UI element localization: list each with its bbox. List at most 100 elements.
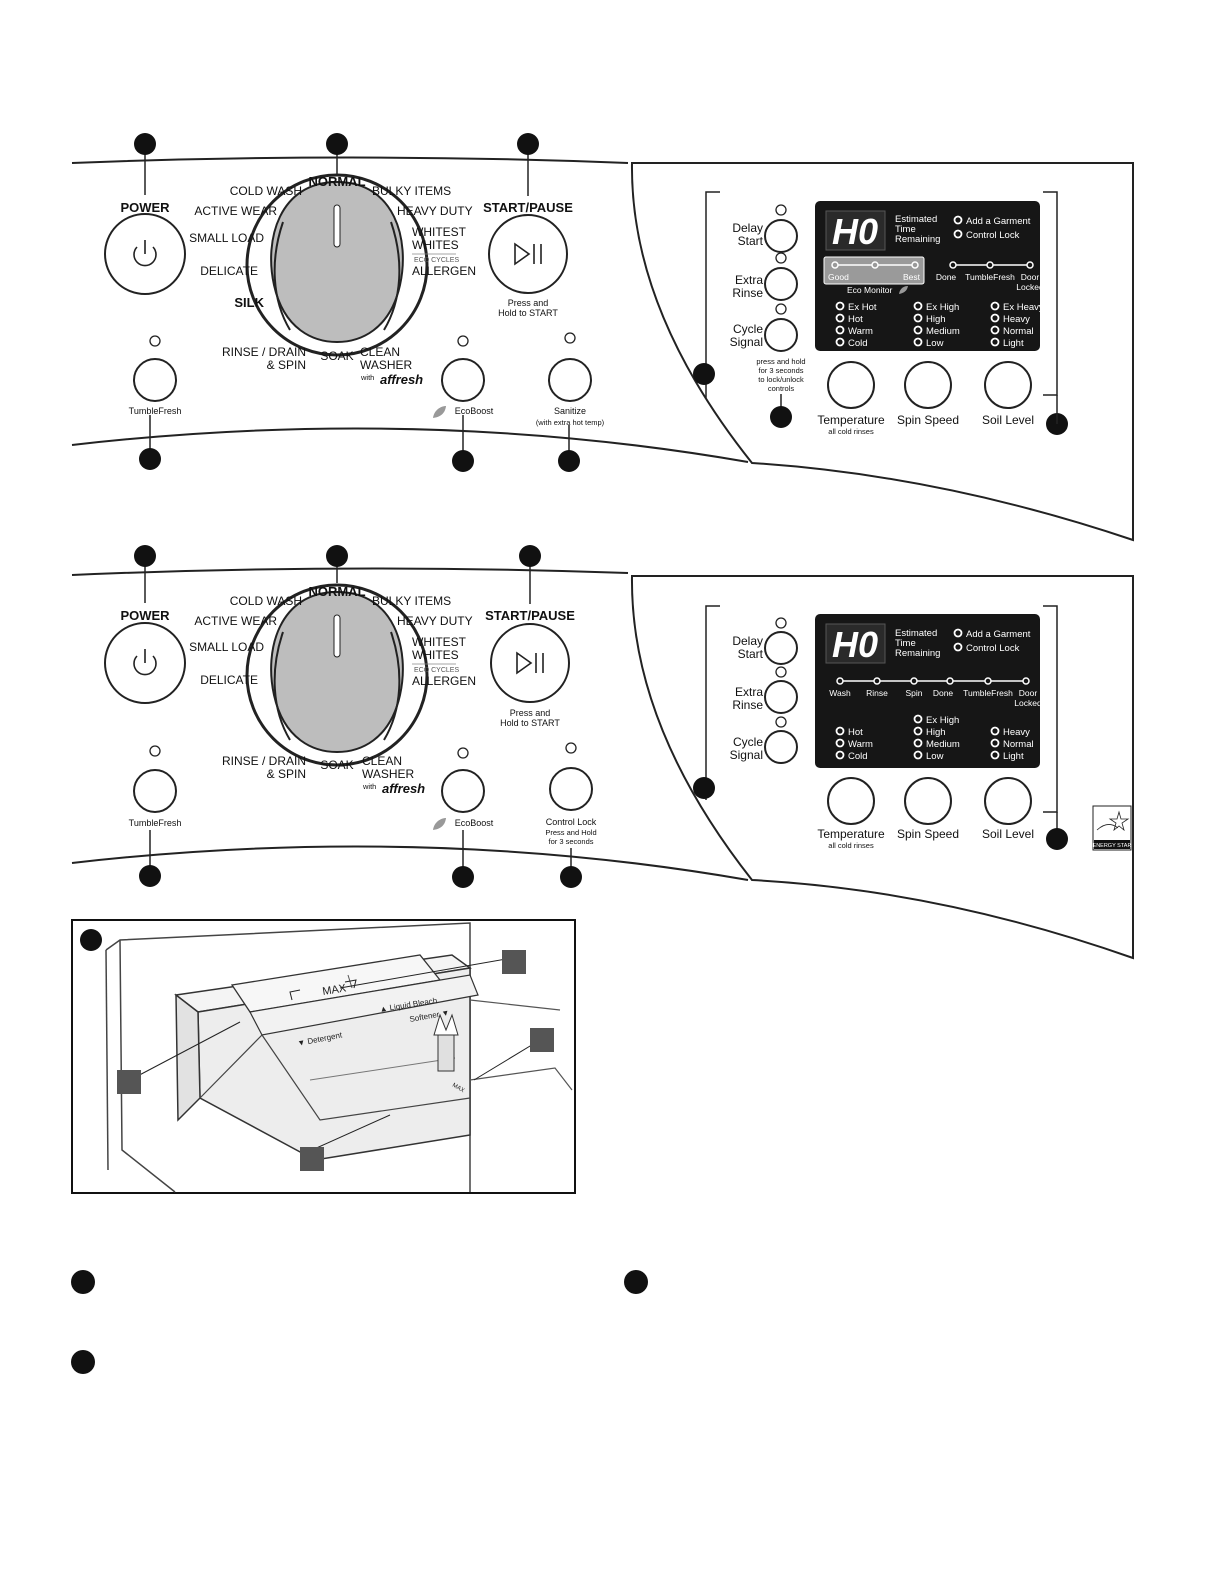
spin-speed-button[interactable] (904, 361, 952, 409)
max-fill-label: MAX (322, 982, 348, 998)
control-lock-note: press and hold (756, 357, 805, 366)
leaf-icon (899, 286, 908, 294)
tumblefresh-button[interactable] (133, 769, 177, 813)
spin-option: Low (926, 751, 944, 762)
cycle-label: WHITEST (412, 635, 467, 649)
spin-option: High (926, 727, 946, 738)
digit-window (825, 210, 886, 251)
cycle-label: & SPIN (267, 767, 306, 781)
display-label: Door (1021, 272, 1040, 282)
callout-dot (693, 363, 715, 385)
cycle-label: ECO CYCLES (414, 257, 459, 264)
leaf-icon (433, 818, 446, 830)
cycle-label: COLD WASH (230, 184, 302, 198)
play-pause-icon (514, 242, 542, 266)
display-label: Control Lock (966, 643, 1020, 654)
cycle-label: ALLERGEN (412, 674, 476, 688)
indicator-light (775, 204, 787, 216)
temperature-options: Ex Hot Hot Warm Cold (835, 301, 877, 349)
temperature-sub-label: all cold rinses (828, 427, 874, 436)
temp-option: Cold (848, 751, 868, 762)
soil-option: Heavy (1003, 727, 1030, 738)
control-lock-sub-label: for 3 seconds (548, 837, 593, 846)
ecoboost-button[interactable] (441, 769, 485, 813)
cycle-label: ACTIVE WEAR (194, 204, 277, 218)
cycle-signal-label: Signal (730, 335, 763, 349)
play-pause-icon (516, 651, 544, 675)
sanitize-label: Sanitize (554, 406, 586, 416)
cycle-signal-label: Signal (730, 748, 763, 762)
cycle-signal-button[interactable] (764, 730, 798, 764)
callout-dot (560, 866, 582, 888)
extra-rinse-button[interactable] (764, 680, 798, 714)
start-pause-button[interactable] (490, 623, 570, 703)
tumblefresh-button[interactable] (133, 358, 177, 402)
soil-level-button[interactable] (984, 361, 1032, 409)
display-label: TumbleFresh (965, 272, 1015, 282)
cycle-label: WASHER (360, 358, 413, 372)
soil-level-button[interactable] (984, 777, 1032, 825)
leaf-icon (433, 406, 446, 418)
tumblefresh-label: TumbleFresh (129, 406, 182, 416)
ecoboost-button[interactable] (441, 358, 485, 402)
cycle-label: HEAVY DUTY (397, 204, 473, 218)
spin-speed-button[interactable] (904, 777, 952, 825)
display-panel-top: Delay Start Extra Rinse Cycle Signal pre… (630, 162, 1134, 542)
callout-dot (134, 545, 156, 567)
cycle-signal-button[interactable] (764, 318, 798, 352)
indicator-light (457, 335, 469, 347)
soil-options: Heavy Normal Light (990, 726, 1034, 762)
callout-dot (139, 448, 161, 470)
start-pause-button[interactable] (488, 214, 568, 294)
soil-option: Normal (1003, 739, 1034, 750)
delay-start-button[interactable] (764, 219, 798, 253)
cycle-label: BULKY ITEMS (372, 184, 451, 198)
panel-top-edge (71, 567, 629, 576)
cycle-selector-knob[interactable] (245, 173, 429, 357)
callout-marker (530, 1028, 554, 1052)
display-label: Time (895, 638, 916, 649)
cycle-label: COLD WASH (230, 594, 302, 608)
cycle-label: & SPIN (267, 358, 306, 372)
spin-option: Ex High (926, 715, 959, 726)
sanitize-button[interactable] (548, 358, 592, 402)
cycle-signal-label: Cycle (733, 735, 763, 749)
cycle-label: CLEAN (362, 754, 402, 768)
extra-rinse-button[interactable] (764, 267, 798, 301)
control-lock-button[interactable] (549, 767, 593, 811)
temp-option: Hot (848, 727, 863, 738)
temperature-button[interactable] (827, 361, 875, 409)
temperature-options: Hot Warm Cold (835, 726, 873, 762)
extra-rinse-label: Rinse (732, 286, 763, 300)
softener-siphon: MAX (433, 1013, 465, 1095)
spin-options: Ex High High Medium Low (913, 301, 960, 349)
sanitize-sub-label: (with extra hot temp) (536, 418, 605, 427)
cycle-selector-knob[interactable] (245, 583, 429, 767)
display-label: Estimated (895, 214, 937, 225)
cycle-label: with (362, 782, 376, 791)
knob-pointer (333, 204, 341, 248)
indicator-light (457, 747, 469, 759)
cycle-label: DELICATE (200, 264, 258, 278)
digit-window (825, 623, 886, 664)
power-button[interactable] (104, 213, 186, 295)
cycle-label: NORMAL (308, 584, 365, 599)
ecoboost-label: EcoBoost (455, 406, 494, 416)
eco-monitor-gauge (823, 256, 925, 285)
power-button[interactable] (104, 622, 186, 704)
stage-label: Done (933, 688, 954, 698)
power-label: POWER (120, 200, 170, 215)
temperature-button[interactable] (827, 777, 875, 825)
softener-max-label: MAX (451, 1083, 465, 1095)
control-lock-label: Control Lock (546, 817, 597, 827)
cycle-label: RINSE / DRAIN (222, 754, 306, 768)
stage-label: Locked (1014, 698, 1042, 708)
indicator-light (564, 332, 576, 344)
callout-dot (624, 1270, 648, 1294)
display-label: Remaining (895, 648, 940, 659)
control-lock-sub-label: Press and Hold (545, 828, 596, 837)
delay-start-button[interactable] (764, 631, 798, 665)
control-panel-top: POWER NORMAL COLD WASH ACTIVE WEAR SMALL… (71, 133, 749, 472)
panel-bottom-edge (71, 845, 749, 881)
cycle-label: NORMAL (308, 174, 365, 189)
